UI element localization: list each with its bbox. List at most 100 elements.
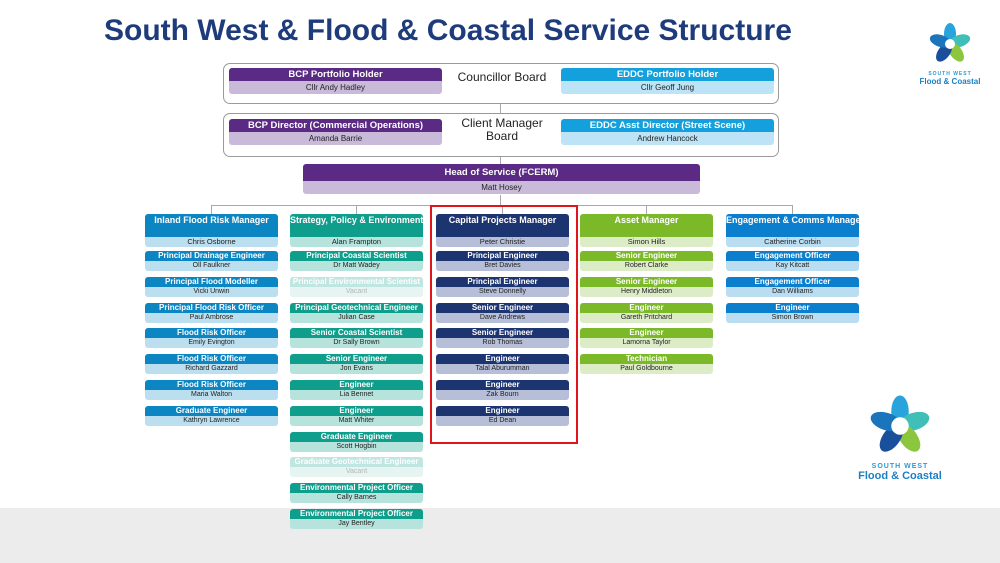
connector-line [792, 205, 793, 214]
role-title: Engineer [436, 354, 569, 365]
role-title: Senior Engineer [436, 328, 569, 339]
person-name: Kay Kitcatt [726, 261, 859, 271]
person-name: Richard Gazzard [145, 364, 278, 375]
role-title: Engagement Officer [726, 251, 859, 261]
role-title: Principal Flood Modeller [145, 276, 278, 287]
role-title: Strategy, Policy & Environment Manager [290, 214, 423, 237]
flower-logo-icon [929, 23, 971, 62]
footer-band [0, 508, 1000, 563]
role-title: Engineer [436, 405, 569, 416]
person-name: Alan Frampton [290, 237, 423, 247]
role-title: Principal Environmental Scientist [290, 276, 423, 287]
person-name: Gareth Pritchard [580, 312, 713, 323]
strategy-manager-card: Strategy, Policy & Environment ManagerAl… [290, 214, 423, 247]
person-name: Paul Goldbourne [580, 364, 713, 375]
connector-line [502, 205, 503, 214]
person-name: Jay Bentley [290, 519, 423, 529]
role-title: Graduate Engineer [290, 431, 423, 442]
person-name: Lia Bennet [290, 390, 423, 400]
person-name: Scott Hogbin [290, 441, 423, 452]
role-title: Senior Engineer [580, 251, 713, 261]
role-title: Senior Engineer [580, 276, 713, 287]
role-title: Engineer [580, 328, 713, 339]
role-title: Flood Risk Officer [145, 354, 278, 365]
person-name: Oll Faulkner [145, 261, 278, 271]
person-name: Catherine Corbin [726, 237, 859, 247]
person-name: Talal Aburumman [436, 364, 569, 375]
person-name: Vacant [290, 467, 423, 478]
person-name: Matt Whiter [290, 415, 423, 426]
person-name: Maria Walton [145, 390, 278, 400]
role-title: Inland Flood Risk Manager [145, 214, 278, 237]
role-title: Asset Manager [580, 214, 713, 237]
person-name: Emily Evington [145, 338, 278, 349]
person-name: Vicki Unwin [145, 286, 278, 297]
person-name: Peter Christie [436, 237, 569, 247]
role-title: Engineer [290, 380, 423, 390]
role-title: Principal Flood Risk Officer [145, 302, 278, 313]
person-name: Dave Andrews [436, 312, 569, 323]
person-name: Kathryn Lawrence [145, 415, 278, 426]
person-name: Julian Case [290, 312, 423, 323]
person-name: Robert Clarke [580, 261, 713, 271]
role-title: Principal Engineer [436, 251, 569, 261]
person-name: Ed Dean [436, 415, 569, 426]
person-name: Steve Donnelly [436, 286, 569, 297]
role-title: Engineer [290, 405, 423, 416]
page-title: South West & Flood & Coastal Service Str… [104, 14, 792, 47]
role-title: Flood Risk Officer [145, 328, 278, 339]
flower-logo-icon [870, 395, 930, 452]
person-name: Zak Bourn [436, 390, 569, 400]
role-title: Principal Coastal Scientist [290, 251, 423, 261]
role-title: Flood Risk Officer [145, 380, 278, 390]
person-name: Paul Ambrose [145, 312, 278, 323]
connector-line [211, 205, 212, 214]
eddc-asst-director: EDDC Asst Director (Street Scene)Andrew … [561, 119, 774, 145]
person-name: Rob Thomas [436, 338, 569, 349]
role-title: Principal Engineer [436, 276, 569, 287]
connector-line [646, 205, 647, 214]
person-name: Lamorna Taylor [580, 338, 713, 349]
role-title: Principal Drainage Engineer [145, 251, 278, 261]
person-name: Bret Davies [436, 261, 569, 271]
role-title: Graduate Engineer [145, 405, 278, 416]
person-name: Dan Williams [726, 286, 859, 297]
role-title: Capital Projects Manager [436, 214, 569, 237]
person-name: Simon Hills [580, 237, 713, 247]
head-of-service: Head of Service (FCERM)Matt Hosey [303, 164, 700, 194]
role-title: Principal Geotechnical Engineer [290, 302, 423, 313]
person-name: Dr Sally Brown [290, 338, 423, 349]
